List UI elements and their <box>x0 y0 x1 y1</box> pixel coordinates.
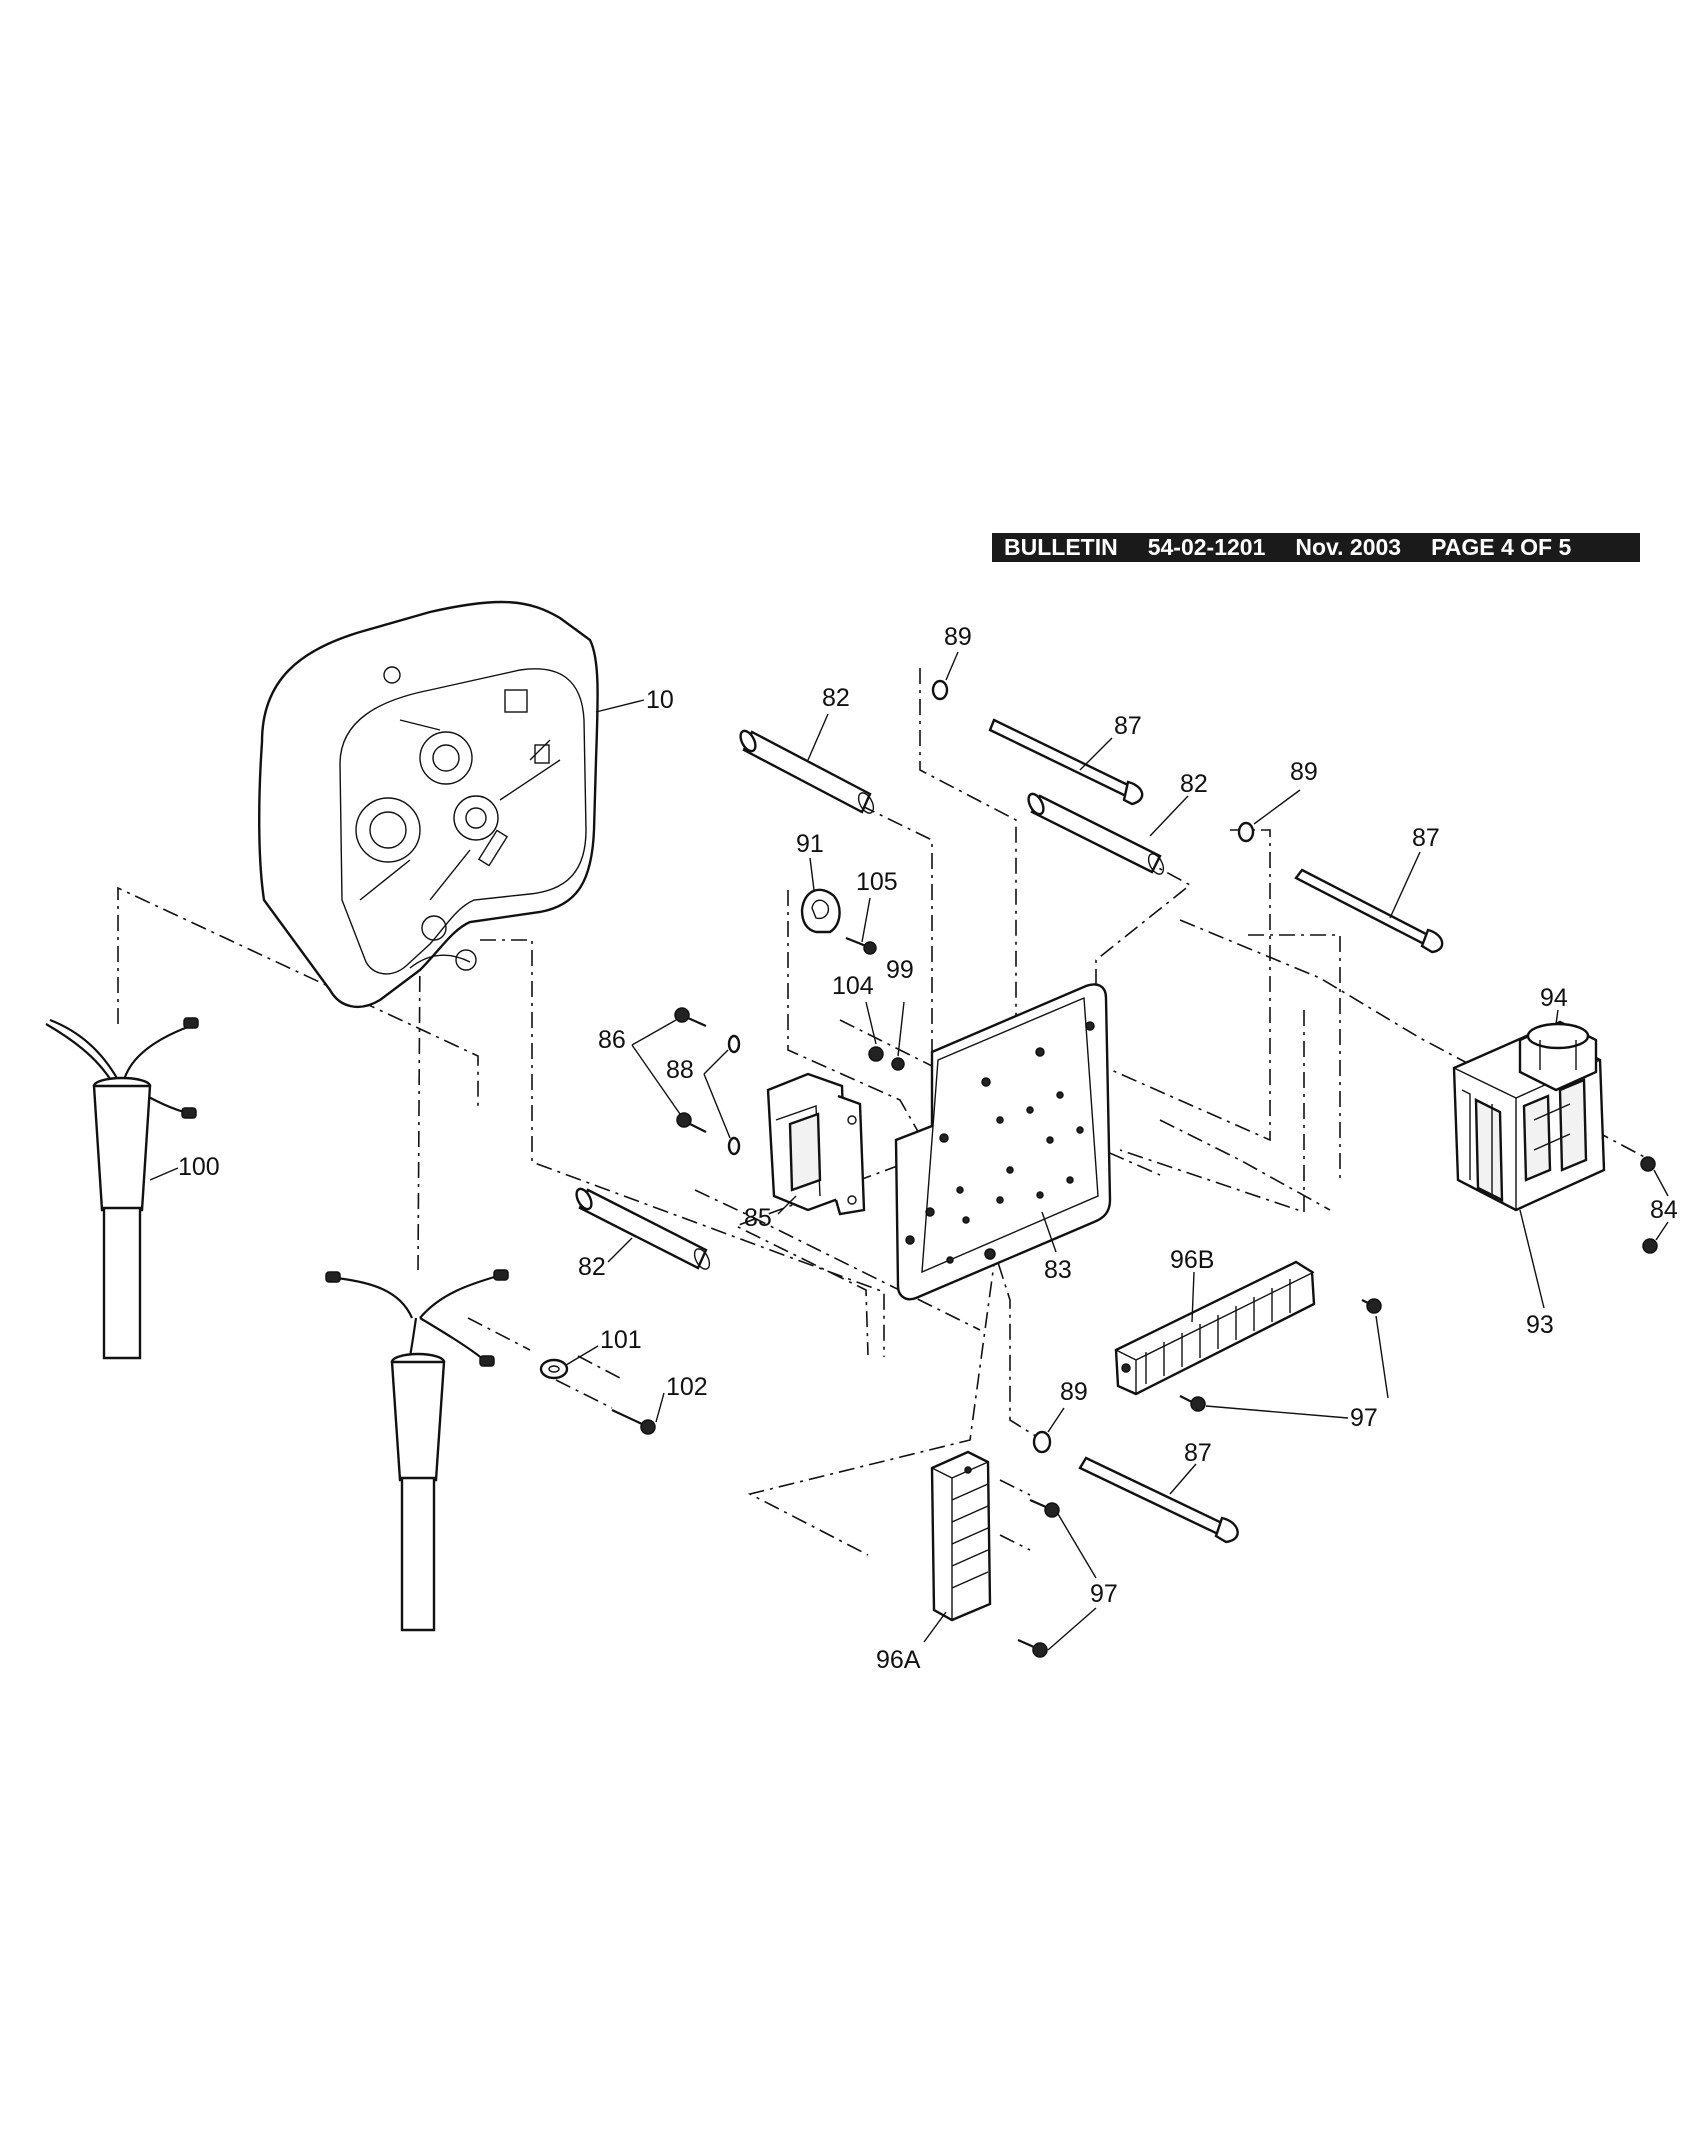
callout-101: 101 <box>600 1326 642 1354</box>
callout-83: 83 <box>1044 1256 1072 1284</box>
screw-part-84 <box>1640 1156 1658 1254</box>
screw-part-97-right <box>1179 1298 1382 1412</box>
screw-part-105 <box>845 936 877 955</box>
callout-89-b: 89 <box>1290 758 1318 786</box>
callout-89-c: 89 <box>1060 1378 1088 1406</box>
callout-84: 84 <box>1650 1196 1678 1224</box>
spacer-tube-part-82-mid <box>1027 792 1165 875</box>
sensor-probe-center <box>325 1269 509 1632</box>
page-number: PAGE 4 OF 5 <box>1431 534 1572 560</box>
callout-91: 91 <box>796 830 824 858</box>
bulletin-label: BULLETIN <box>1004 534 1118 560</box>
callout-99: 99 <box>886 956 914 984</box>
callout-100: 100 <box>178 1153 220 1181</box>
washer-part-89-upper <box>931 679 949 701</box>
rod-part-87-lower <box>1078 1456 1239 1544</box>
washer-part-99 <box>891 1057 905 1071</box>
washer-part-88 <box>727 1034 741 1156</box>
spacer-tube-part-82-upper <box>739 729 875 814</box>
callout-85: 85 <box>744 1204 772 1232</box>
callout-94: 94 <box>1540 984 1568 1012</box>
callout-102: 102 <box>666 1373 708 1401</box>
transformer-part-85 <box>766 1072 866 1216</box>
screw-part-102 <box>611 1409 656 1435</box>
bulletin-number: 54-02-1201 <box>1147 534 1266 560</box>
callout-88: 88 <box>666 1056 694 1084</box>
callout-10: 10 <box>646 686 674 714</box>
rod-part-87-mid <box>1294 868 1444 954</box>
washer-part-89-mid <box>1237 821 1255 843</box>
callout-89-a: 89 <box>944 623 972 651</box>
callout-105: 105 <box>856 868 898 896</box>
coil-part-94 <box>1518 1020 1598 1092</box>
callout-104: 104 <box>832 972 874 1000</box>
washer-part-89-lower <box>1032 1430 1052 1454</box>
screw-part-86 <box>674 1007 707 1133</box>
callout-87-c: 87 <box>1184 1439 1212 1467</box>
sensor-probe-part-100 <box>45 1017 199 1360</box>
callout-96a: 96A <box>876 1646 921 1674</box>
washer-part-101 <box>539 1358 569 1380</box>
clip-part-91 <box>800 888 841 934</box>
callout-93: 93 <box>1526 1311 1554 1339</box>
bulletin-header: BULLETIN 54-02-1201 Nov. 2003 PAGE 4 OF 5 <box>992 533 1640 562</box>
callout-86: 86 <box>598 1026 626 1054</box>
callout-87-a: 87 <box>1114 712 1142 740</box>
terminal-strip-part-96a <box>930 1450 992 1622</box>
callout-87-b: 87 <box>1412 824 1440 852</box>
callout-82-a: 82 <box>822 684 850 712</box>
nut-part-104 <box>868 1046 884 1062</box>
callout-82-b: 82 <box>1180 770 1208 798</box>
callout-97-b: 97 <box>1090 1580 1118 1608</box>
rod-part-87-upper <box>988 718 1144 806</box>
screw-part-97-left <box>1017 1498 1060 1658</box>
callout-96b: 96B <box>1170 1246 1214 1274</box>
terminal-strip-part-96b <box>1114 1260 1316 1396</box>
callout-82-c: 82 <box>578 1253 606 1281</box>
spacer-tube-part-82-lower <box>575 1187 711 1270</box>
bulletin-date: Nov. 2003 <box>1295 534 1402 560</box>
circuit-board-part-83 <box>894 983 1112 1301</box>
housing-part-10 <box>258 600 599 1008</box>
callout-97-a: 97 <box>1350 1404 1378 1432</box>
